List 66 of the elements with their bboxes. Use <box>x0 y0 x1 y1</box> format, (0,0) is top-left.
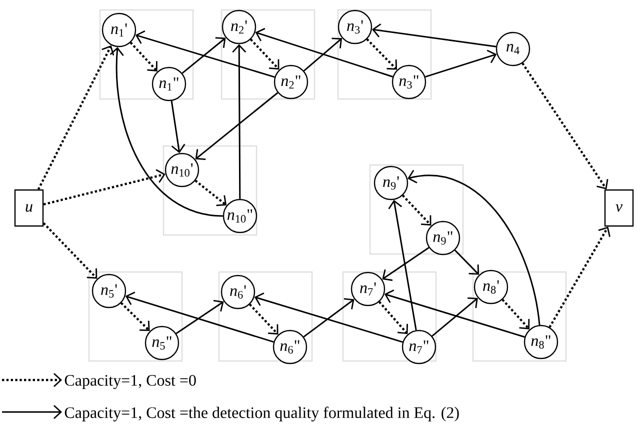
arrow <box>194 180 227 206</box>
arrow <box>432 297 478 337</box>
graph-node: n$_{8}$" <box>524 324 558 360</box>
arrow <box>125 292 274 343</box>
graph-node: n$_{3}$" <box>392 64 426 100</box>
arrow <box>548 226 610 328</box>
group-box <box>342 271 437 362</box>
graph-node: n$_{6}$' <box>220 274 256 310</box>
arrow <box>42 222 98 279</box>
graph-node: n$_{1}$" <box>152 66 186 102</box>
graph-node: n$_{9}$" <box>426 220 460 256</box>
arrow <box>303 38 342 72</box>
graph-node: n$_{8}$' <box>474 270 508 304</box>
graph-node: n$_{3}$' <box>338 10 372 44</box>
arrow <box>195 92 278 160</box>
arrow <box>43 169 166 206</box>
arrow <box>176 300 224 334</box>
arrow <box>366 38 398 70</box>
legend-text: Capacity=1, Cost =0 <box>64 374 196 390</box>
group-box <box>369 164 464 255</box>
arrow <box>250 38 280 70</box>
arrow <box>255 28 393 78</box>
graph-node: n$_{6}$" <box>272 330 308 364</box>
graph-node: n$_{9}$' <box>374 166 408 200</box>
group-box <box>218 271 313 362</box>
arrow <box>425 50 497 78</box>
arrow <box>120 302 150 332</box>
graph-node: n$_{2}$" <box>274 64 308 100</box>
terminal-box: u <box>14 189 44 227</box>
group-box <box>220 9 316 100</box>
arrow <box>182 37 226 74</box>
arrow <box>248 304 278 335</box>
arrow <box>378 301 408 334</box>
arrow <box>402 194 432 226</box>
group-box <box>88 271 183 362</box>
arrow <box>170 100 186 154</box>
graph-node: n$_{2}$' <box>222 10 256 44</box>
arrow <box>522 62 608 190</box>
terminal-box: v <box>604 189 634 227</box>
group-box <box>337 9 432 100</box>
arrow <box>130 42 158 72</box>
legend-text: Capacity=1, Cost =the detection quality formulated in Eq. (2) <box>64 406 459 422</box>
graph-node: n$_{5}$' <box>92 274 126 308</box>
arrow <box>388 200 417 330</box>
arrow <box>408 170 540 326</box>
arrow <box>372 23 496 48</box>
graph-node: n$_{7}$' <box>350 272 386 306</box>
group-box <box>472 271 567 362</box>
group-box <box>99 9 194 100</box>
arrow <box>303 298 354 338</box>
arrow <box>232 44 246 199</box>
graph-node: n$_{5}$" <box>144 326 180 360</box>
arrow <box>135 30 275 78</box>
graph-node: n$_{7}$" <box>402 330 436 364</box>
arrow <box>37 45 114 190</box>
graph-node: n$_{10}$" <box>222 198 258 234</box>
group-box <box>162 145 258 236</box>
arrow <box>110 47 223 217</box>
graph-node: n$_{4}$ <box>496 32 530 66</box>
arrow <box>454 250 480 275</box>
arrow <box>254 292 403 343</box>
arrow <box>382 247 430 281</box>
arrow <box>502 298 530 330</box>
graph-node: n$_{1}$' <box>102 12 136 48</box>
graph-node: n$_{10}$' <box>164 152 200 188</box>
arrow <box>384 290 525 338</box>
